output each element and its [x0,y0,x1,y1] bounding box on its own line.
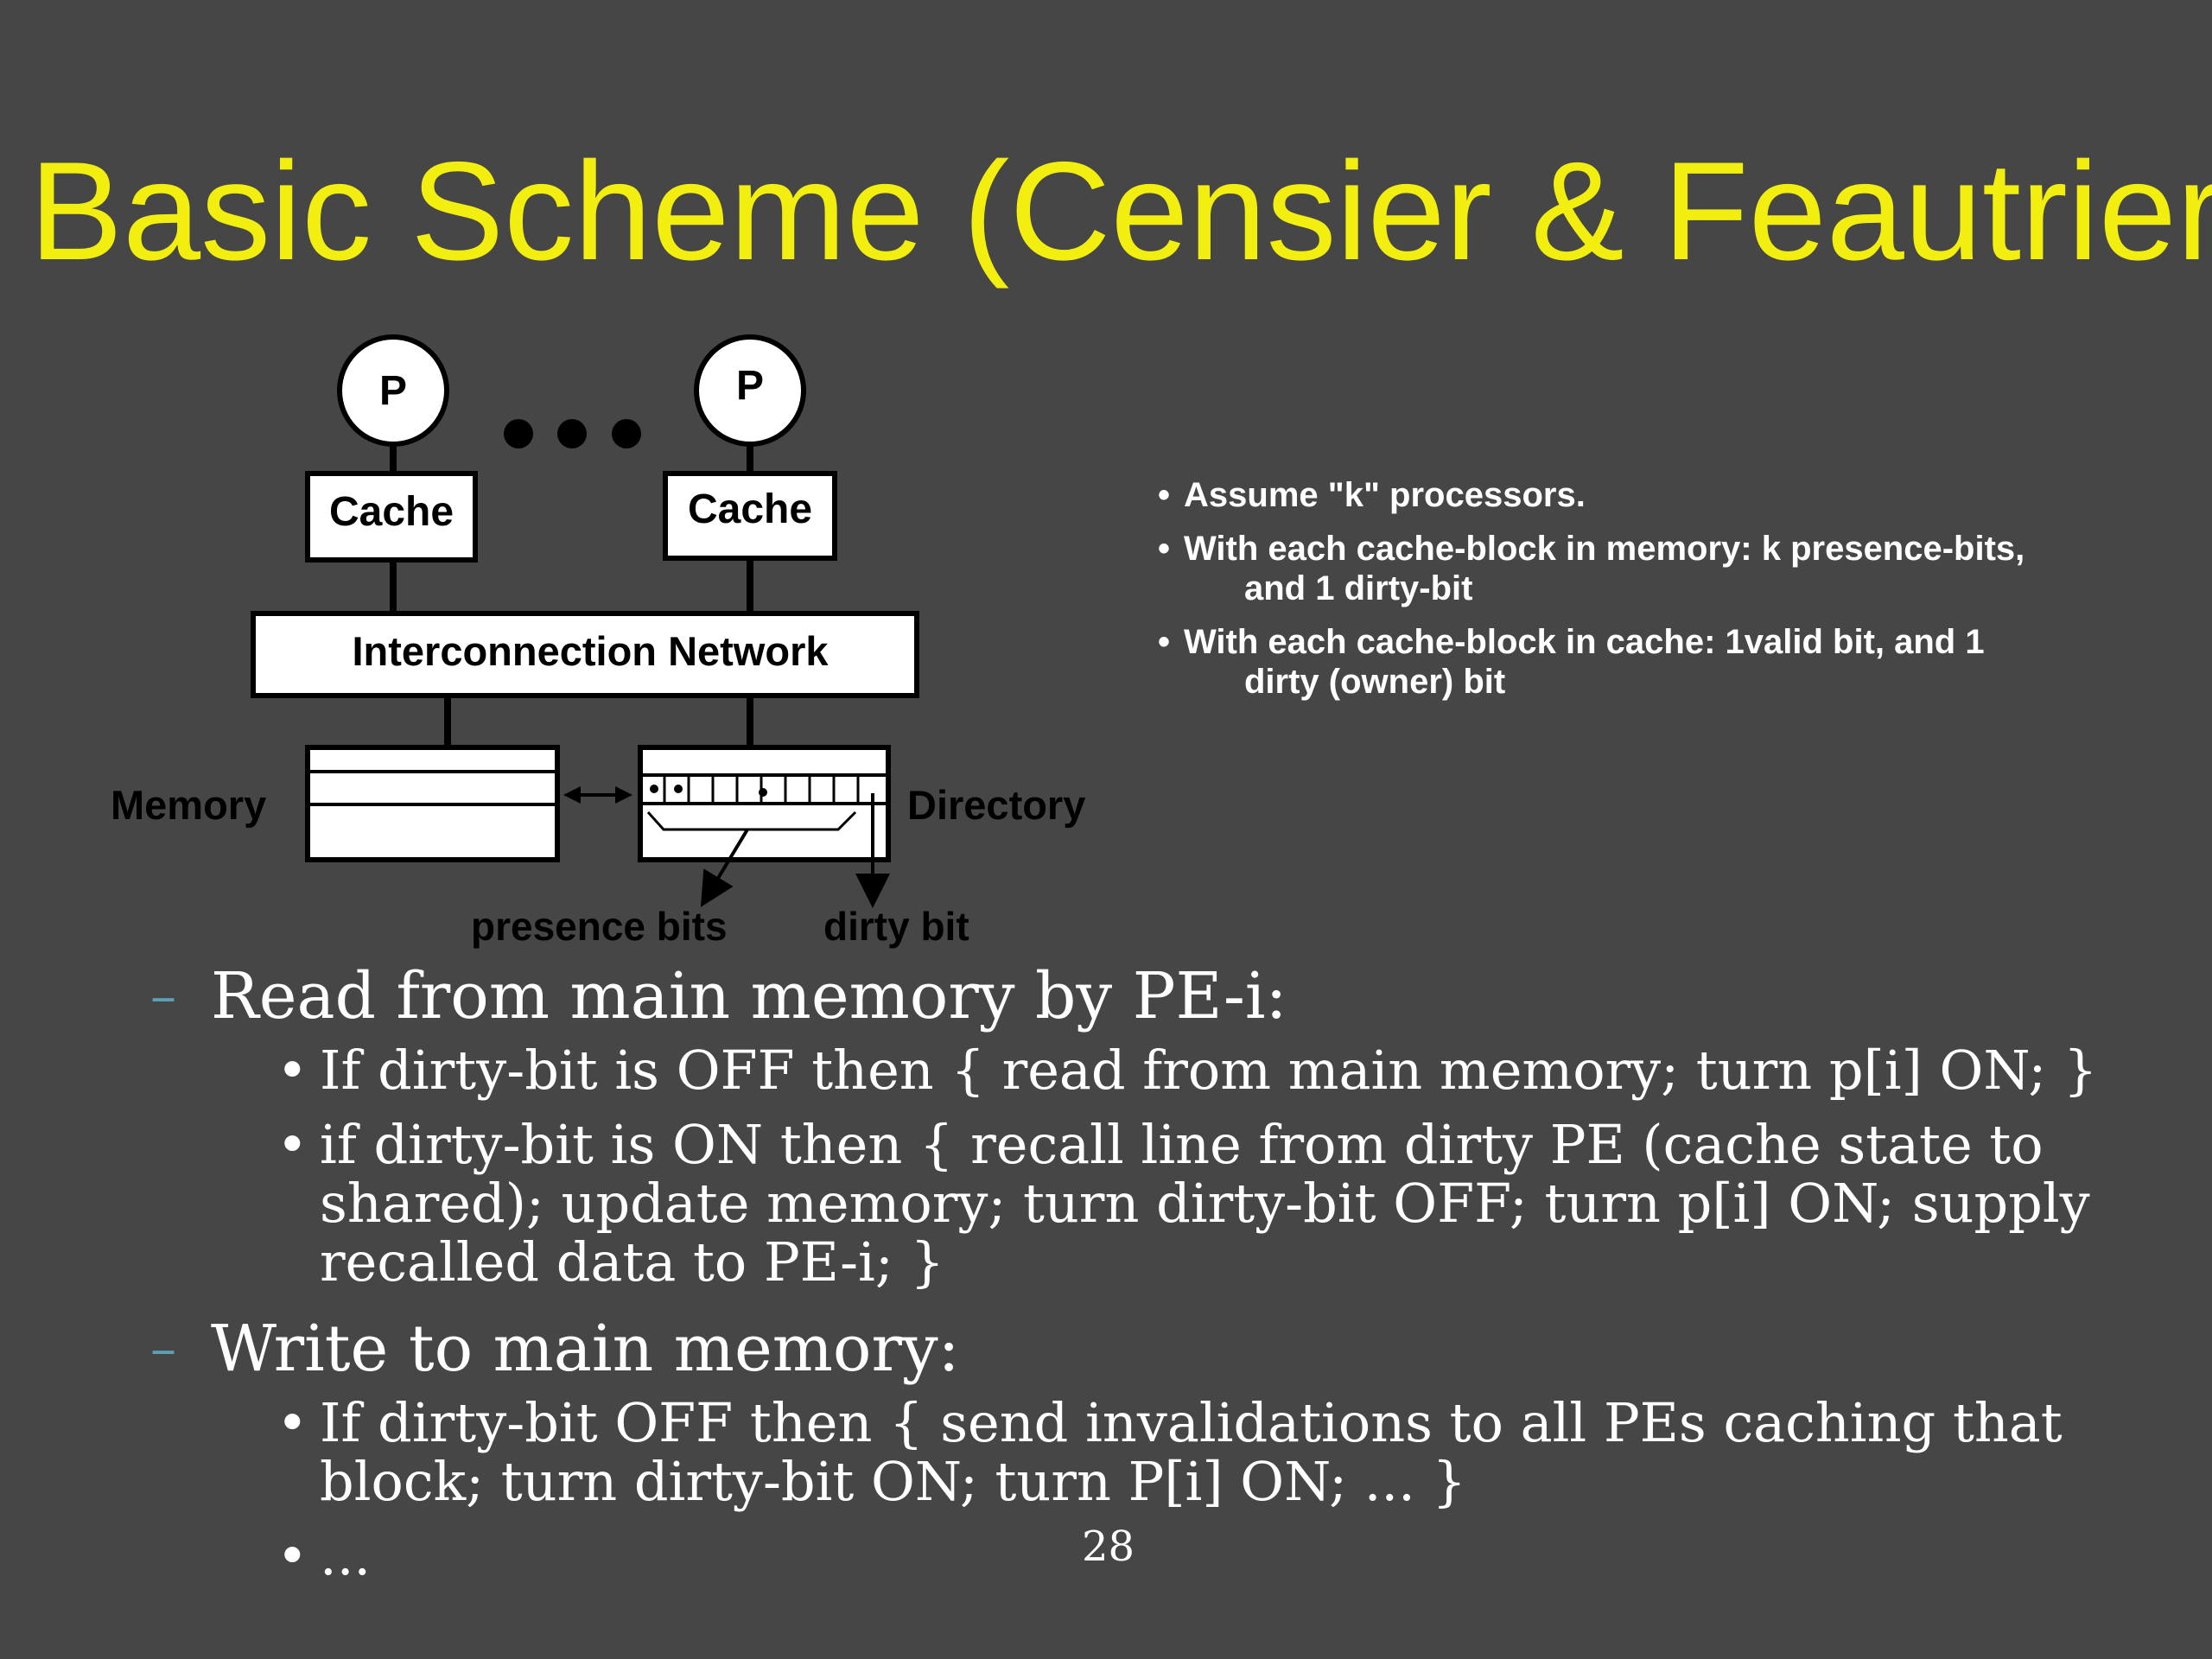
read-heading: – Read from main memory by PE-i: [147,955,2169,1038]
note-line: With each cache-block in memory: k prese… [1184,530,2025,568]
list-item: • If dirty-bit is OFF then { read from m… [276,1041,2143,1100]
presence-bits-label: presence bits [471,904,728,949]
directory-label: Directory [907,782,1085,828]
note-line: With each cache-block in cache: 1valid b… [1184,623,1985,661]
cache-left: Cache [305,471,478,563]
side-notes: Assume "k" processors. With each cache-b… [1158,475,2177,715]
note-line: Assume "k" processors. [1184,476,1586,514]
presence-bits-arrow [700,828,749,907]
processor-left: P [337,334,449,447]
note-item: With each cache-block in cache: 1valid b… [1158,622,2177,702]
memory-block [305,745,560,862]
dirty-bit-label: dirty bit [823,904,969,949]
note-line-continued: dirty (owner) bit [1244,663,1506,701]
directory-block [638,745,891,862]
note-line-continued: and 1 dirty-bit [1244,569,1473,607]
processor-right-label: P [736,363,764,409]
bullet: • [276,1524,308,1587]
connector-lines [390,445,753,747]
memory-directory-arrow [563,786,632,804]
cache-right: Cache [663,471,837,561]
read-heading-text: Read from main memory by PE-i: [211,959,1287,1033]
list-item-text: If dirty-bit OFF then { send invalidatio… [320,1391,2063,1513]
list-item: • If dirty-bit OFF then { send invalidat… [276,1394,2143,1511]
note-item: Assume "k" processors. [1158,475,2177,515]
processor-right: P [694,334,806,447]
network-label: Interconnection Network [352,628,829,674]
cache-left-label: Cache [329,489,454,535]
dash-bullet: – [150,966,176,1027]
bullet: • [276,1039,308,1102]
list-item: • if dirty-bit is ON then { recall line … [276,1116,2143,1292]
list-item-text: if dirty-bit is ON then { recall line fr… [320,1113,2090,1294]
list-item-text: If dirty-bit is OFF then { read from mai… [320,1039,2098,1102]
processor-ellipsis [504,419,641,448]
slide-title: Basic Scheme (Censier & Feautrier) [29,133,2212,289]
interconnection-network: Interconnection Network [251,611,919,698]
memory-label: Memory [111,782,266,828]
directory-diagram: P P Cache Cache Interconnection Network [111,334,1085,949]
note-item: With each cache-block in memory: k prese… [1158,529,2177,608]
processor-left-label: P [379,368,407,414]
slide-number: 28 [1082,1522,1135,1571]
bullet: • [276,1113,308,1176]
slide-body: – Read from main memory by PE-i: • If di… [147,955,2169,1601]
cache-right-label: Cache [688,486,812,532]
write-heading: – Write to main memory: [147,1307,2169,1390]
write-heading-text: Write to main memory: [211,1312,960,1386]
dash-bullet: – [150,1319,176,1379]
bullet: • [276,1391,308,1454]
list-item-text: ... [320,1524,372,1587]
list-item: • ... [276,1527,2143,1586]
